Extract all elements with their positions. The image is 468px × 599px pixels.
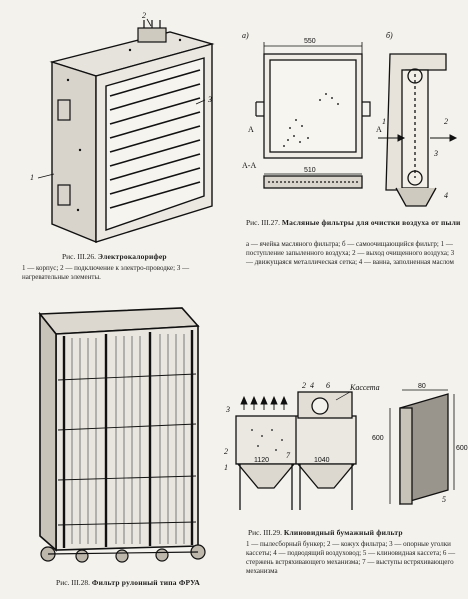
air-arrows [378,134,458,142]
roll-filter-frame [38,307,200,552]
caption-number: Рис. III.29. [248,528,283,537]
caption-fig27: Рис. III.27. Масляные фильтры для очистк… [246,218,462,227]
heater-handles [57,99,71,206]
label-5: 5 [442,495,446,504]
dim-600-b: 600 [456,445,468,452]
label-3: 3 [433,149,438,158]
heating-elements [109,69,201,209]
label-7: 7 [286,451,291,460]
label-3: 3 [207,95,212,104]
label-2: 2 [224,447,228,456]
label-A-left: А [248,125,254,134]
caption-fig29: Рис. III.29. Клиновидный бумажный фильтр [248,528,462,537]
label-2: 2 [142,11,146,20]
label-3: 3 [225,405,230,414]
label-1: 1 [224,463,228,472]
dim-600-a: 600 [372,435,384,442]
label-b: б) [386,31,393,40]
dim-550: 550 [304,38,316,45]
dim-1040: 1040 [314,457,330,464]
legend-fig29: 1 — пылесборный бункер; 2 — кожух фильтр… [246,540,456,576]
filter-housing [235,391,357,465]
figure-electric-heater: 2 3 1 [20,10,225,248]
heater-dots [66,38,182,212]
caption-title: Электрокалорифер [97,252,167,261]
air-arrows [240,395,288,410]
caption-title: Масляные фильтры для очистки воздуха от … [281,218,461,227]
label-4: 4 [310,381,314,390]
label-A-right: А [376,125,382,134]
label-a: а) [242,31,249,40]
label-2: 2 [444,117,448,126]
figure-roll-filter [22,300,212,568]
oil-cell-handles [255,101,371,117]
dust-hoppers [236,463,356,510]
roll-filter-rails [57,373,197,526]
label-2-top: 2 [302,381,306,390]
caption-fig26: Рис. III.26. Электрокалорифер [62,252,242,261]
label-kasseta: Кассета [349,383,380,392]
dim-80: 80 [418,383,426,390]
oil-cell-section [263,175,363,189]
oil-cell-front [263,53,363,159]
wedge-cassette [389,389,455,505]
caption-number: Рис. III.27. [246,218,281,227]
caption-number: Рис. III.26. [62,252,97,261]
label-4: 4 [444,191,448,200]
roll-filter-mesh [71,334,185,544]
caption-title: Клиновидный бумажный фильтр [283,528,403,537]
figure-wedge-paper-filter: Кассета 3 2 1 2 4 6 7 1120 1040 80 600 6… [222,380,468,520]
label-1: 1 [30,173,34,182]
filter-mesh [251,429,283,451]
dim-510: 510 [304,167,316,174]
legend-fig26: 1 — корпус; 2 — подключение к электро-пр… [22,264,190,282]
label-6: 6 [326,381,330,390]
label-1: 1 [382,117,386,126]
connection-box [137,20,167,43]
roll-filter-posts [62,330,194,548]
roll-filter-rollers [40,544,206,563]
heater-body [49,31,215,244]
oil-cell-mesh [283,93,339,147]
caption-title: Фильтр рулонный типа ФРУА [91,578,200,587]
caption-fig28: Рис. III.28. Фильтр рулонный типа ФРУА [28,578,228,587]
caption-number: Рис. III.28. [56,578,91,587]
self-cleaning-filter [385,53,447,207]
label-section-aa: А-А [242,161,256,170]
legend-fig27: а — ячейка масляного фильтра; б — самооч… [246,240,455,267]
dim-1120: 1120 [254,457,269,464]
figure-oil-filters: а) 550 А-А 510 А [238,28,460,216]
